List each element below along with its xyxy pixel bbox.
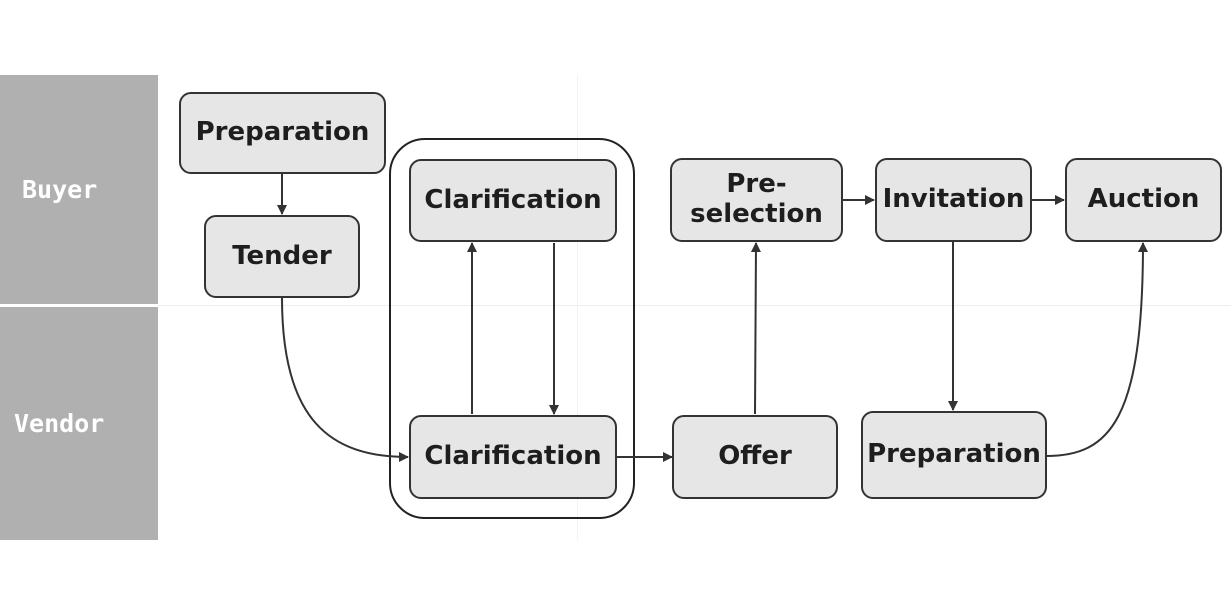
node-preselection: Pre- selection (670, 158, 843, 242)
arrow-preparation-to-auction (1045, 242, 1148, 457)
arrow-tender-to-clarification (281, 297, 409, 462)
node-offer: Offer (672, 415, 838, 499)
clarification-group (389, 138, 635, 519)
node-tender: Tender (204, 215, 360, 298)
node-auction: Auction (1065, 158, 1222, 242)
column-separator (577, 75, 578, 540)
node-buyer-clarification: Clarification (409, 159, 617, 242)
node-vendor-preparation: Preparation (861, 411, 1047, 499)
node-buyer-preparation: Preparation (179, 92, 386, 174)
lane-label-vendor: Vendor (0, 307, 158, 540)
node-vendor-clarification: Clarification (409, 415, 617, 499)
lane-separator (158, 305, 1231, 306)
arrow-offer-to-preselection (750, 242, 761, 415)
lane-label-buyer: Buyer (0, 75, 158, 304)
node-invitation: Invitation (875, 158, 1032, 242)
